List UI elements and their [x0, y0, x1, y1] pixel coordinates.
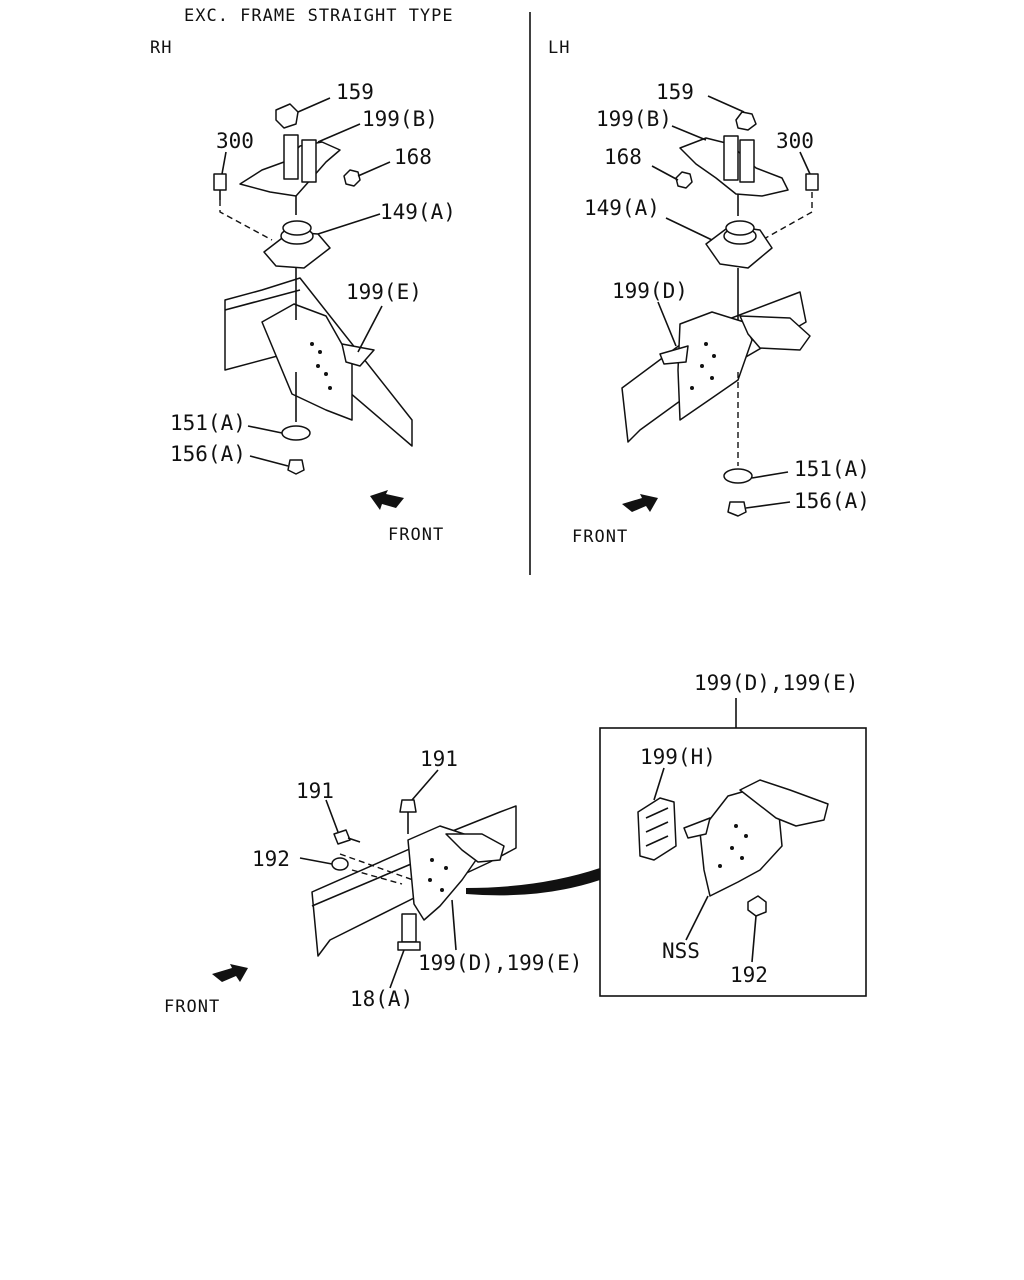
rh-label-168: 168 — [394, 145, 432, 169]
rh-front-arrow-icon — [370, 490, 404, 510]
rh-clip-159 — [275, 103, 299, 129]
lower-front-arrow-icon — [212, 964, 248, 982]
lh-nut-156a — [727, 501, 747, 517]
lower-bolt-191-left — [333, 829, 351, 845]
lh-label-151a: 151(A) — [794, 457, 870, 481]
lower-bracket-199de — [407, 825, 477, 921]
lower-label-191-left: 191 — [296, 779, 334, 803]
lh-bracket-tab-right — [739, 139, 755, 183]
lh-front-arrow-icon — [622, 494, 658, 512]
rh-bolt-path — [219, 200, 273, 241]
lh-side-label: LH — [548, 38, 570, 58]
lh-bolt-300-head — [805, 173, 819, 191]
lower-assembly: 191 191 192 199(D),199(E) 18(A) FRONT — [164, 747, 600, 1017]
rh-label-199e: 199(E) — [346, 280, 422, 304]
lh-label-300: 300 — [776, 129, 814, 153]
lower-plate-18a — [401, 913, 417, 943]
lower-front-label: FRONT — [164, 997, 220, 1017]
detail-pad-199h — [637, 797, 677, 861]
rh-label-156a: 156(A) — [170, 442, 246, 466]
detail-nut-192 — [747, 895, 767, 917]
rh-label-151a: 151(A) — [170, 411, 246, 435]
lh-bracket-tab-left — [723, 135, 739, 181]
lh-nut-168 — [675, 171, 693, 189]
lower-label-199de: 199(D),199(E) — [418, 951, 582, 975]
detail-frame — [599, 727, 867, 997]
rh-bolt-300-head — [213, 173, 227, 191]
lh-label-199d: 199(D) — [612, 279, 688, 303]
detail-label-nss: NSS — [662, 939, 700, 963]
detail-box: 199(D),199(E) 199(H) NSS 192 — [599, 671, 867, 997]
lh-assembly: 159 199(B) 300 168 149(A) 199(D) 151(A) … — [572, 80, 870, 547]
rh-front-label: FRONT — [388, 525, 444, 545]
lh-label-199b: 199(B) — [596, 107, 672, 131]
rh-bracket-199e — [261, 303, 353, 421]
detail-pointer-arrow — [466, 868, 600, 896]
rh-nut-156a — [287, 459, 305, 475]
lh-bracket-199d — [677, 311, 753, 421]
rh-assembly: 159 199(B) 300 168 149(A) 199(E) 151(A) … — [170, 80, 456, 545]
header-title: EXC. FRAME STRAIGHT TYPE — [184, 6, 454, 26]
rh-bracket-tab-left — [283, 134, 299, 180]
lower-bolt-191-top — [399, 799, 417, 813]
lower-label-18a: 18(A) — [350, 987, 413, 1011]
rh-label-159: 159 — [336, 80, 374, 104]
lh-label-156a: 156(A) — [794, 489, 870, 513]
rh-washer-151a — [281, 425, 311, 441]
lower-label-191-top: 191 — [420, 747, 458, 771]
rh-label-300: 300 — [216, 129, 254, 153]
detail-callout-label: 199(D),199(E) — [694, 671, 858, 695]
lower-washer-192 — [331, 857, 349, 871]
detail-label-192: 192 — [730, 963, 768, 987]
detail-label-199h: 199(H) — [640, 745, 716, 769]
lower-label-192: 192 — [252, 847, 290, 871]
lh-bolt-path — [761, 192, 813, 241]
lh-label-168: 168 — [604, 145, 642, 169]
lh-front-label: FRONT — [572, 527, 628, 547]
lh-label-159: 159 — [656, 80, 694, 104]
lh-washer-151a — [723, 468, 753, 484]
lh-label-149a: 149(A) — [584, 196, 660, 220]
rh-side-label: RH — [150, 38, 172, 58]
rh-nut-168 — [343, 169, 361, 187]
rh-bracket-tab-right — [301, 139, 317, 183]
lh-clip-159 — [735, 111, 757, 131]
rh-label-199b: 199(B) — [362, 107, 438, 131]
rh-label-149a: 149(A) — [380, 200, 456, 224]
